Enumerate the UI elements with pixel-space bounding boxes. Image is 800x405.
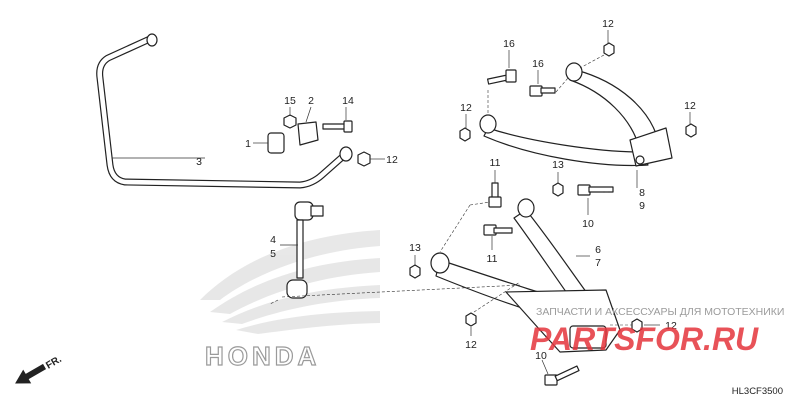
callout-16: 16 — [532, 58, 544, 70]
flange-bolt — [322, 120, 353, 133]
callout-8: 8 — [639, 187, 645, 199]
callout-9: 9 — [639, 200, 645, 212]
callout-11: 11 — [490, 157, 501, 169]
front-direction-arrow: FR. — [15, 354, 64, 384]
callout-12: 12 — [602, 18, 614, 30]
callout-3: 3 — [196, 156, 202, 168]
callout-14: 14 — [342, 95, 354, 107]
flange-nut — [603, 42, 615, 57]
flange-nut — [283, 114, 297, 129]
diagram-code: HL3CF3500 — [732, 386, 783, 397]
shop-caption-watermark: ЗАПЧАСТИ И АКСЕССУАРЫ ДЛЯ МОТОТЕХНИКИ — [536, 306, 784, 318]
stabilizer-link — [286, 201, 324, 299]
callout-16: 16 — [503, 38, 515, 50]
callout-11: 11 — [487, 253, 498, 265]
upper-arm — [479, 62, 673, 167]
flange-nut — [459, 127, 471, 142]
bolt-11-upper — [488, 182, 502, 208]
callout-5: 5 — [270, 248, 276, 260]
flange-nut — [409, 264, 421, 279]
callout-13: 13 — [552, 159, 564, 171]
stabilizer-bar-end — [339, 146, 353, 162]
callout-10: 10 — [535, 350, 547, 362]
callout-labels: 16 12 16 12 12 15 2 14 1 3 12 11 13 8 9 … — [196, 18, 696, 362]
callout-6: 6 — [595, 244, 601, 256]
callout-12: 12 — [665, 320, 677, 332]
flange-nut — [465, 312, 477, 327]
callout-13: 13 — [409, 242, 421, 254]
flange-nut — [552, 182, 564, 197]
flange-nut — [685, 123, 697, 138]
flange-nut — [631, 318, 643, 333]
callout-10: 10 — [582, 218, 594, 230]
bolt-16-right — [529, 85, 556, 97]
bolt-16-left — [486, 69, 517, 85]
bolt-11-lower — [483, 224, 513, 236]
stabilizer-bushing — [267, 132, 285, 154]
callout-7: 7 — [595, 257, 601, 269]
bushing-holder — [297, 121, 319, 146]
callout-12: 12 — [684, 100, 696, 112]
callout-15: 15 — [284, 95, 296, 107]
dashed-lines — [269, 54, 632, 326]
callout-4: 4 — [270, 234, 276, 246]
honda-watermark-text: HONDA — [205, 341, 320, 371]
callout-12: 12 — [465, 339, 477, 351]
callout-2: 2 — [308, 95, 314, 107]
bolt-10-lower — [544, 365, 580, 386]
callout-1: 1 — [245, 138, 251, 150]
callout-12: 12 — [460, 102, 472, 114]
bolt-10-upper — [577, 184, 614, 196]
front-direction-label: FR. — [44, 354, 64, 372]
flange-nut — [357, 151, 371, 167]
site-watermark: PARTSFOR.RU — [530, 321, 759, 357]
stabilizer-bar-end — [146, 33, 158, 47]
callout-12: 12 — [386, 154, 398, 166]
stabilizer-bar — [96, 34, 352, 189]
leader-lines — [112, 30, 691, 375]
lower-arm — [430, 198, 621, 353]
